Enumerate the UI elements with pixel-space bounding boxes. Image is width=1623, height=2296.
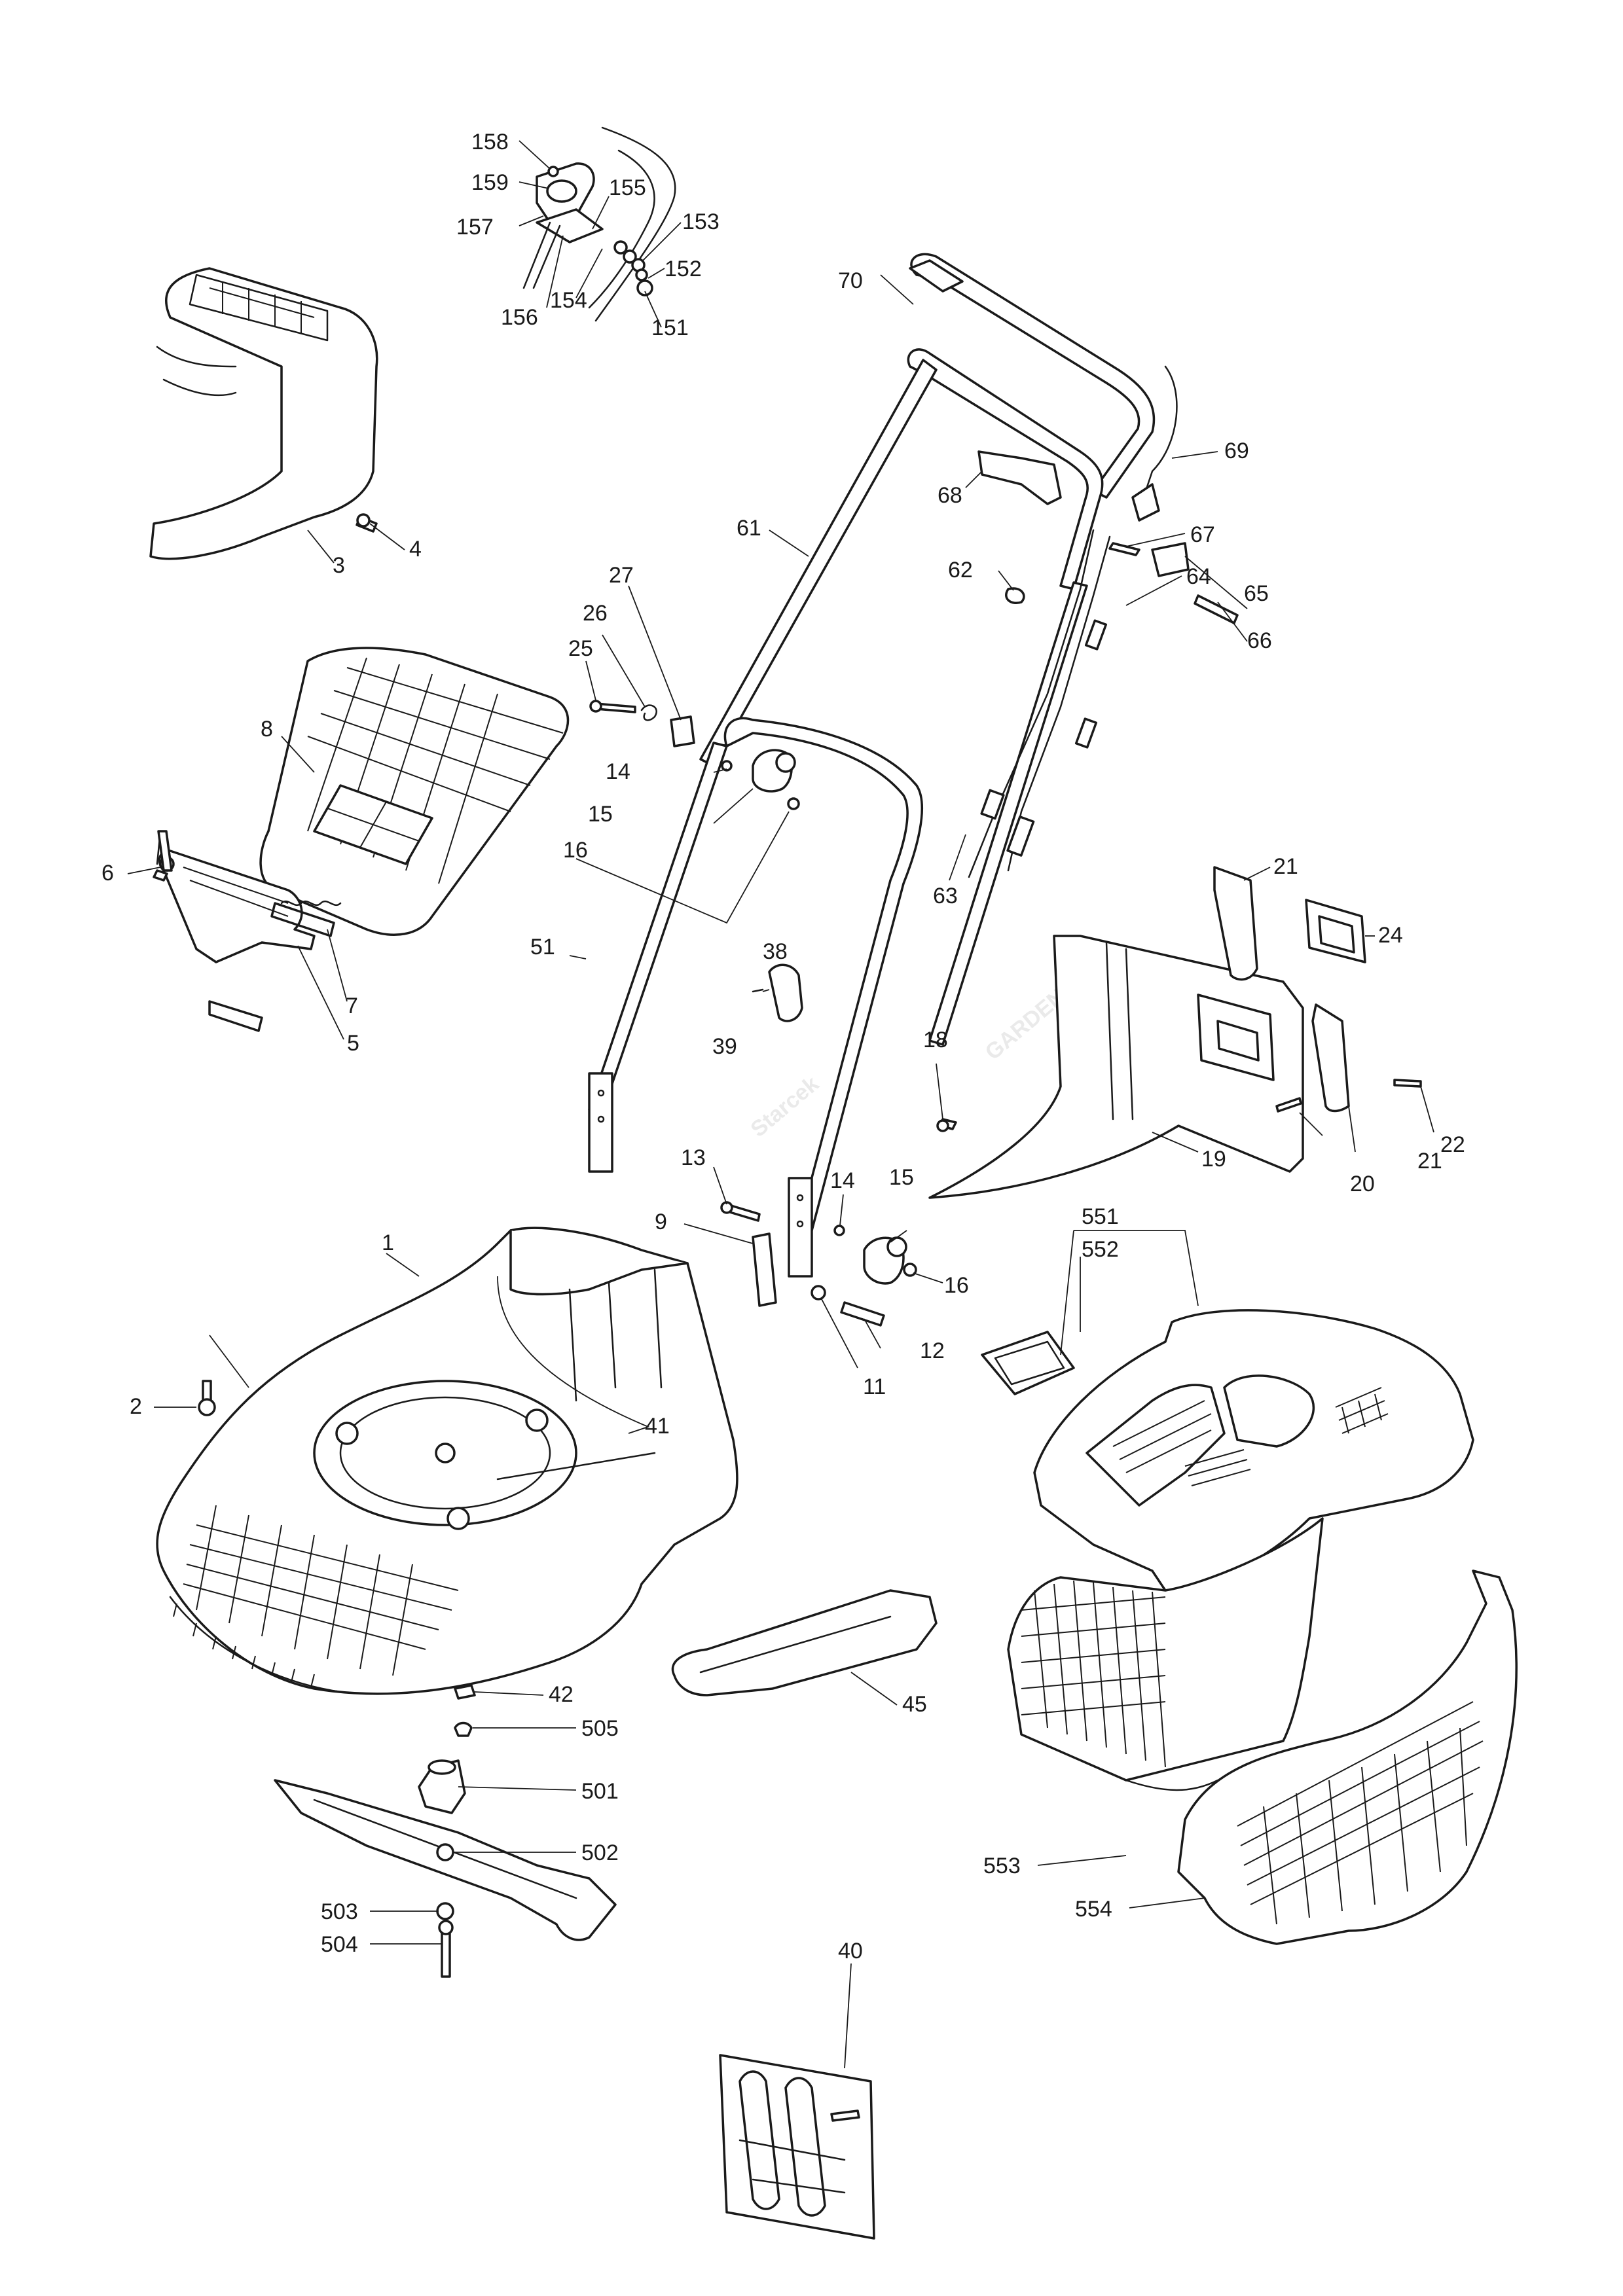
mulch-kit-40: [719, 2054, 875, 2240]
knob-lower: [811, 1225, 917, 1327]
callout-67: 67: [1190, 522, 1215, 547]
callout-12: 12: [920, 1338, 945, 1363]
callout-158: 158: [471, 130, 509, 154]
blade-assembly: [274, 1721, 617, 1978]
callout-66: 66: [1247, 628, 1272, 653]
callout-159: 159: [471, 170, 509, 195]
bolt-2: [198, 1380, 216, 1416]
callout-27: 27: [609, 563, 634, 588]
callout-552: 552: [1082, 1237, 1119, 1262]
watermark-brand: Starcek: [746, 1071, 824, 1142]
callout-19: 19: [1201, 1147, 1226, 1172]
callout-503: 503: [321, 1899, 358, 1924]
callout-64: 64: [1186, 564, 1211, 589]
grass-collector: [981, 1309, 1518, 1945]
callout-5: 5: [347, 1031, 359, 1056]
callout-45: 45: [902, 1692, 927, 1717]
callout-502: 502: [581, 1840, 619, 1865]
callout-11: 11: [863, 1374, 886, 1399]
screw-4: [356, 513, 378, 533]
callout-63: 63: [933, 884, 958, 908]
rear-flap-bracket: [928, 866, 1422, 1199]
callout-14-upper: 14: [606, 759, 630, 784]
callout-62: 62: [948, 558, 973, 583]
callout-153: 153: [682, 209, 720, 234]
callout-8: 8: [261, 717, 273, 742]
latch-38: [752, 963, 803, 1022]
callout-154: 154: [550, 288, 587, 313]
callout-13: 13: [681, 1145, 706, 1170]
callout-6: 6: [101, 861, 114, 886]
callout-68: 68: [938, 483, 962, 508]
callout-7: 7: [346, 994, 358, 1018]
handle-assembly: [588, 253, 1156, 1278]
callout-21-upper: 21: [1273, 854, 1298, 879]
callout-labels: 158 159 157 155 153 152 151 154 156 70 6…: [101, 130, 1465, 1964]
callout-15-upper: 15: [588, 802, 613, 827]
callout-2: 2: [130, 1394, 142, 1419]
callout-4: 4: [409, 537, 422, 562]
callout-39: 39: [712, 1034, 737, 1059]
callout-42: 42: [549, 1682, 574, 1707]
callout-151: 151: [651, 315, 689, 340]
callout-20: 20: [1350, 1172, 1375, 1196]
callout-157: 157: [456, 215, 494, 240]
callout-18: 18: [923, 1028, 948, 1052]
callout-24: 24: [1378, 923, 1403, 948]
callout-16-lower: 16: [944, 1273, 969, 1298]
knob-upper: [721, 749, 800, 810]
nut-42: [454, 1684, 476, 1700]
parts-5-7: [153, 830, 342, 1032]
callout-16-upper: 16: [563, 838, 588, 863]
cables: [968, 365, 1239, 878]
parts-25-27: [589, 700, 695, 747]
leader-lines: [127, 140, 1434, 2069]
callout-40: 40: [838, 1939, 863, 1964]
throttle-lever-assembly: [522, 126, 676, 322]
callout-41: 41: [645, 1414, 670, 1439]
callout-152: 152: [665, 257, 702, 281]
callout-14-lower: 14: [830, 1168, 855, 1193]
callout-155: 155: [609, 175, 646, 200]
callout-551: 551: [1082, 1204, 1119, 1229]
mower-deck: [156, 1227, 739, 1695]
engine-cover: [149, 267, 378, 560]
callout-70: 70: [838, 268, 863, 293]
callout-22: 22: [1440, 1132, 1465, 1157]
grass-deflector: [259, 647, 570, 936]
callout-21-lower: 21: [1417, 1149, 1442, 1174]
callout-15-lower: 15: [889, 1165, 914, 1190]
callout-505: 505: [581, 1716, 619, 1741]
callout-38: 38: [763, 939, 788, 964]
callout-65: 65: [1244, 581, 1269, 606]
callout-25: 25: [568, 636, 593, 661]
callout-69: 69: [1224, 439, 1249, 463]
callout-61: 61: [737, 516, 761, 541]
callout-504: 504: [321, 1932, 358, 1957]
parts-9-13: [720, 1201, 777, 1307]
callout-501: 501: [581, 1779, 619, 1804]
callout-156: 156: [501, 305, 538, 330]
handle-stand-45: [671, 1589, 938, 1696]
callout-1: 1: [382, 1230, 394, 1255]
callout-553: 553: [983, 1854, 1021, 1878]
callout-51: 51: [530, 935, 555, 960]
callout-3: 3: [333, 553, 345, 578]
callout-9: 9: [655, 1210, 667, 1234]
callout-554: 554: [1075, 1897, 1112, 1922]
callout-26: 26: [583, 601, 608, 626]
